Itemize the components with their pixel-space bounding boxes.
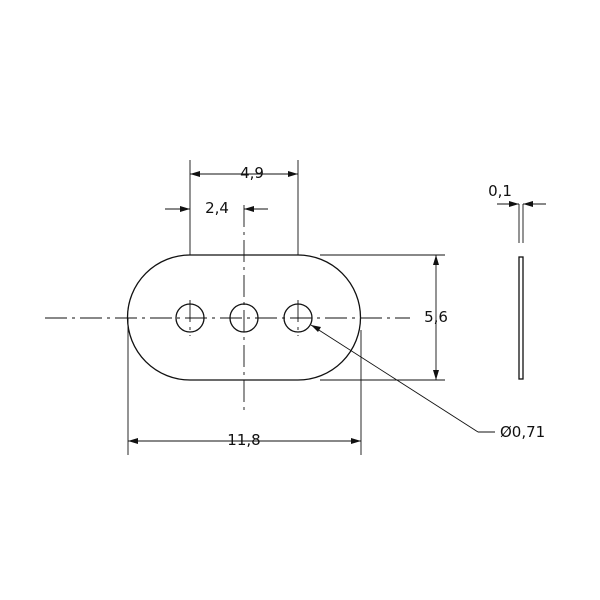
dim-thickness: 0,1: [488, 182, 546, 207]
dim-hole-pitch: 4,9: [190, 164, 298, 182]
dim-hole-pitch-label: 4,9: [240, 164, 264, 182]
part-outline: [126, 254, 362, 381]
dim-height: 5,6: [320, 254, 448, 381]
side-view: [518, 204, 524, 380]
dim-overall-length: 11,8: [127, 318, 362, 455]
dim-hole-diameter-label: Ø0,71: [500, 423, 545, 441]
dim-hole-spacing-label: 2,4: [205, 199, 229, 217]
dim-overall-length-label: 11,8: [227, 431, 260, 449]
dim-height-label: 5,6: [424, 308, 448, 326]
dim-thickness-label: 0,1: [488, 182, 512, 200]
dim-hole-spacing: 2,4: [165, 199, 268, 217]
dim-hole-diameter: Ø0,71: [310, 324, 545, 441]
